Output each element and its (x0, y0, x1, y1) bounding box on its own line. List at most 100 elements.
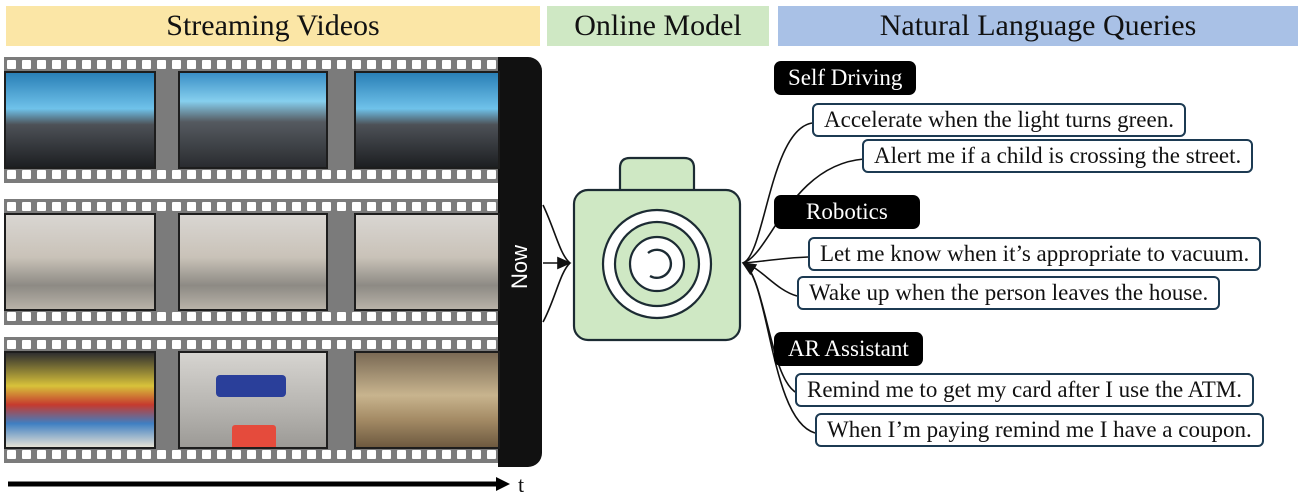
film-hole (52, 202, 61, 211)
film-hole (442, 312, 451, 321)
film-hole (442, 450, 451, 459)
time-axis-label: t (518, 472, 525, 497)
film-hole (322, 60, 331, 69)
film-hole (82, 312, 91, 321)
film-hole (292, 60, 301, 69)
film-hole (352, 60, 361, 69)
tag-ar-assistant: AR Assistant (774, 332, 923, 366)
film-hole (217, 202, 226, 211)
film-hole (292, 312, 301, 321)
film-hole (7, 170, 16, 179)
film-hole (172, 312, 181, 321)
film-hole (202, 170, 211, 179)
film-hole (112, 340, 121, 349)
video-frame (178, 351, 328, 449)
film-hole (427, 60, 436, 69)
video-frame (4, 71, 156, 169)
film-hole (457, 170, 466, 179)
film-hole (37, 170, 46, 179)
film-hole (412, 170, 421, 179)
video-frame (4, 351, 156, 449)
film-hole (82, 340, 91, 349)
film-hole (202, 202, 211, 211)
film-hole (97, 60, 106, 69)
film-perforations (4, 201, 498, 213)
film-hole (247, 340, 256, 349)
film-hole (427, 340, 436, 349)
film-hole (307, 340, 316, 349)
query-bubble: When I’m paying remind me I have a coupo… (815, 413, 1264, 447)
film-hole (187, 60, 196, 69)
video-frame (4, 213, 156, 311)
film-hole (22, 340, 31, 349)
query-bubble: Remind me to get my card after I use the… (795, 373, 1254, 407)
film-hole (427, 450, 436, 459)
film-hole (127, 170, 136, 179)
film-hole (97, 202, 106, 211)
film-hole (97, 340, 106, 349)
film-hole (487, 450, 496, 459)
film-hole (262, 340, 271, 349)
film-hole (367, 312, 376, 321)
film-hole (37, 60, 46, 69)
film-hole (52, 170, 61, 179)
film-hole (337, 340, 346, 349)
film-hole (472, 60, 481, 69)
film-hole (262, 450, 271, 459)
film-hole (67, 340, 76, 349)
film-hole (307, 450, 316, 459)
film-hole (127, 312, 136, 321)
film-hole (472, 170, 481, 179)
film-hole (397, 60, 406, 69)
film-hole (382, 340, 391, 349)
film-hole (232, 202, 241, 211)
film-hole (442, 60, 451, 69)
film-hole (127, 202, 136, 211)
film-hole (157, 340, 166, 349)
video-to-model-connectors (542, 204, 572, 323)
film-hole (337, 60, 346, 69)
film-hole (322, 312, 331, 321)
film-hole (172, 60, 181, 69)
film-hole (412, 60, 421, 69)
film-strip-self-driving (4, 57, 500, 183)
film-hole (142, 60, 151, 69)
film-hole (67, 170, 76, 179)
video-frame (354, 71, 500, 169)
video-frame (178, 71, 328, 169)
atm-screen (232, 425, 276, 447)
query-bubble: Wake up when the person leaves the house… (797, 276, 1221, 310)
film-hole (487, 60, 496, 69)
film-hole (37, 340, 46, 349)
film-hole (487, 202, 496, 211)
film-perforations (4, 169, 498, 181)
film-hole (7, 202, 16, 211)
film-hole (7, 312, 16, 321)
film-hole (232, 170, 241, 179)
video-frame (178, 213, 328, 311)
film-hole (187, 450, 196, 459)
film-hole (172, 450, 181, 459)
film-hole (262, 202, 271, 211)
film-hole (97, 312, 106, 321)
film-hole (127, 450, 136, 459)
film-hole (412, 202, 421, 211)
film-hole (367, 340, 376, 349)
film-hole (427, 170, 436, 179)
film-hole (67, 450, 76, 459)
film-perforations (4, 339, 498, 351)
film-hole (187, 312, 196, 321)
film-hole (22, 202, 31, 211)
film-hole (382, 312, 391, 321)
film-hole (292, 170, 301, 179)
film-hole (472, 450, 481, 459)
film-hole (442, 170, 451, 179)
film-hole (112, 170, 121, 179)
film-hole (67, 202, 76, 211)
film-hole (472, 312, 481, 321)
film-hole (172, 202, 181, 211)
film-perforations (4, 449, 498, 461)
film-hole (232, 312, 241, 321)
film-hole (472, 202, 481, 211)
